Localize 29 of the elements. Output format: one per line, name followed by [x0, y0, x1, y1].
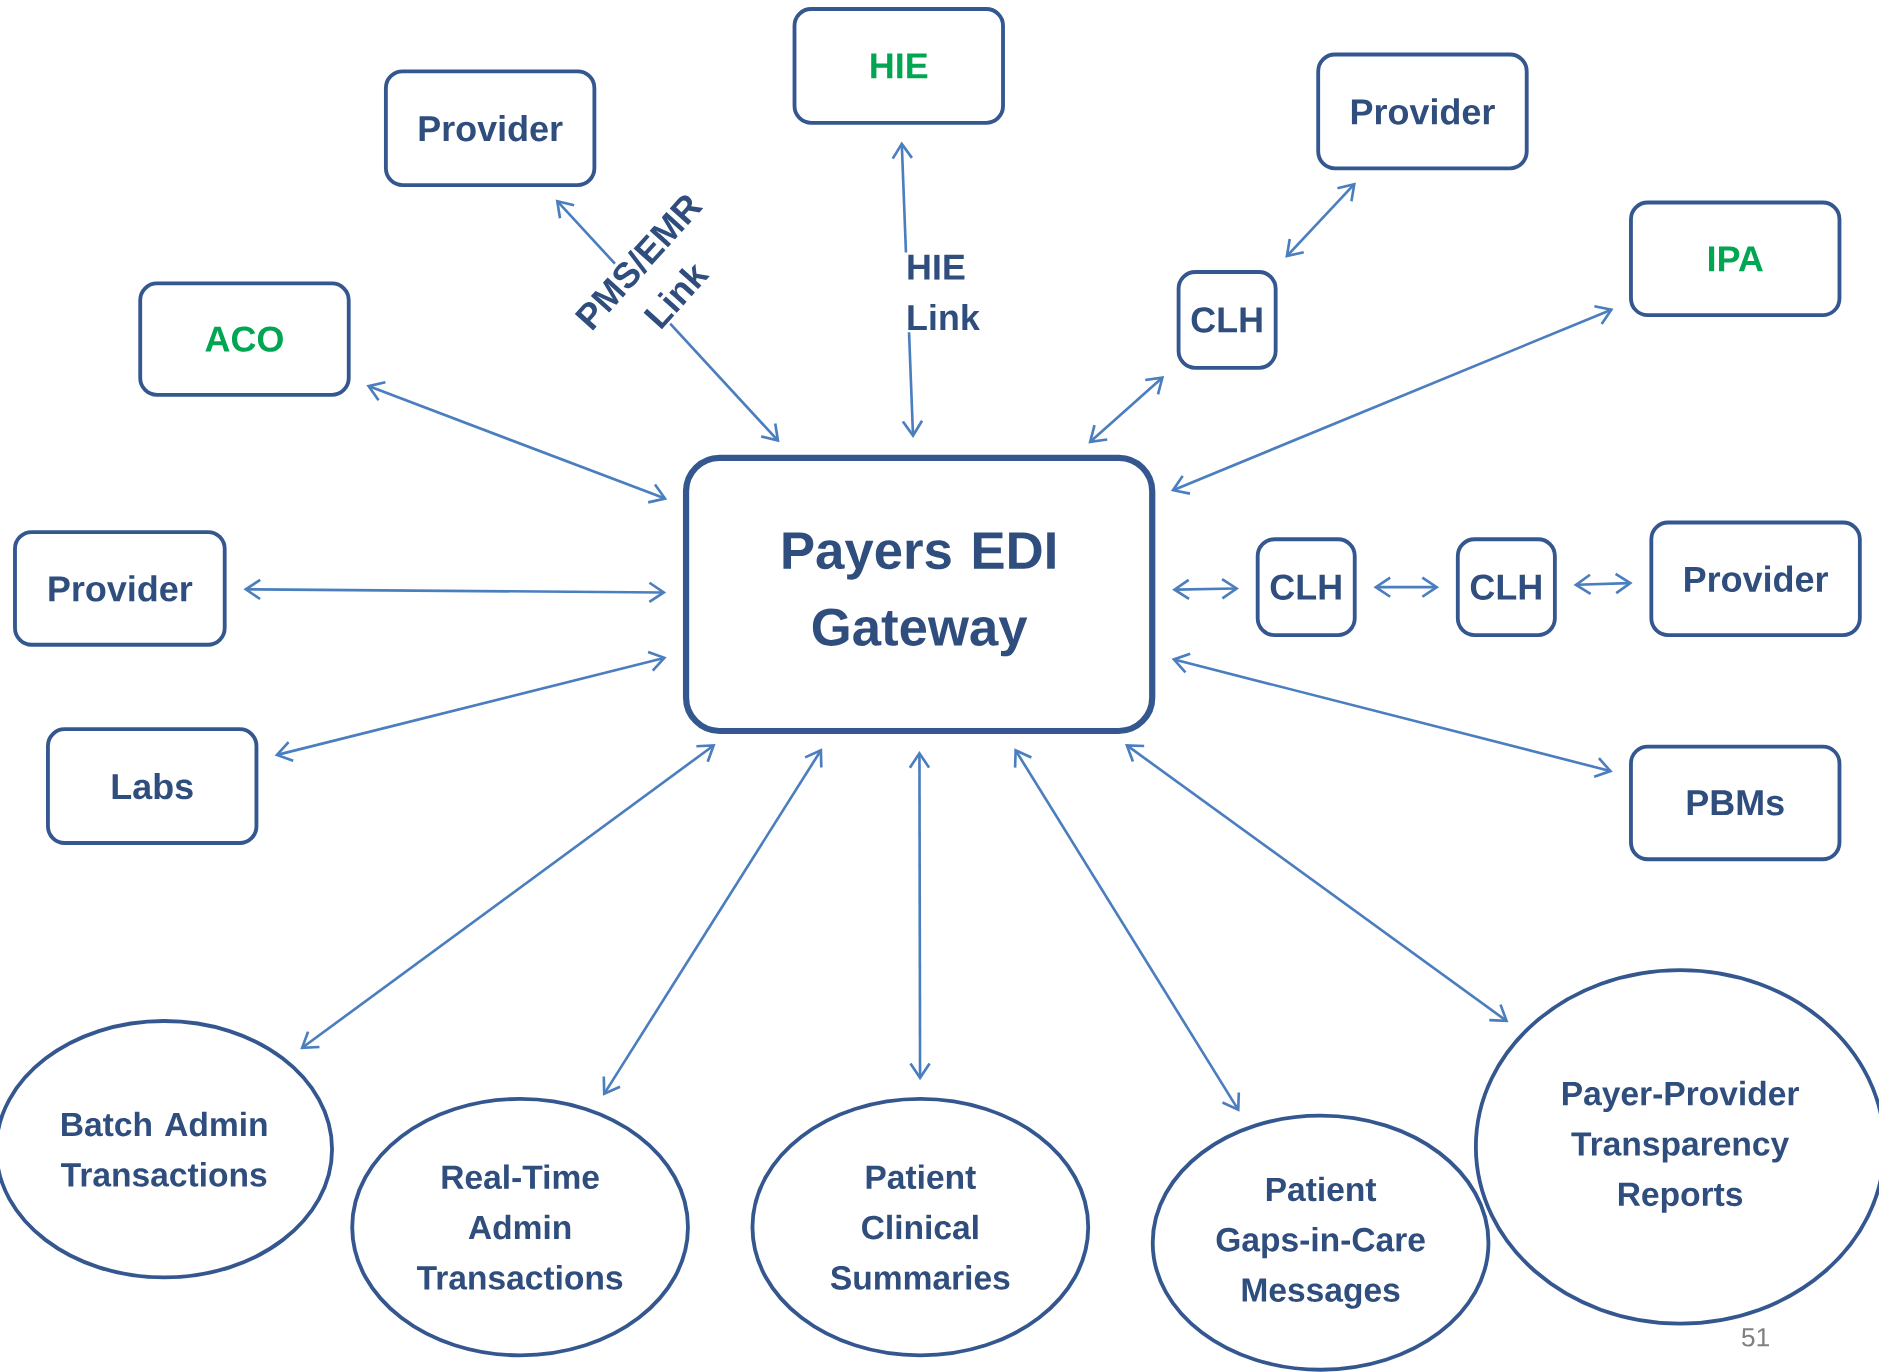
process-box: CLH	[1176, 270, 1278, 370]
double-arrow	[1013, 748, 1241, 1112]
gateway-box: Payers EDI Gateway	[682, 454, 1156, 735]
double-arrow	[300, 744, 716, 1050]
process-box: IPA	[1629, 200, 1842, 318]
process-box: Provider	[1316, 52, 1529, 171]
process-box: HIE	[792, 7, 1005, 125]
double-arrow	[1573, 572, 1633, 596]
double-arrow	[1124, 743, 1509, 1023]
edge-label: HIE Link	[903, 252, 990, 333]
double-arrow	[602, 748, 823, 1096]
process-box: CLH	[1255, 537, 1357, 637]
double-arrow	[1373, 576, 1440, 598]
double-arrow	[908, 750, 931, 1081]
process-box: Labs	[46, 727, 259, 845]
process-box: Provider	[13, 530, 227, 647]
double-arrow	[1088, 375, 1165, 444]
process-box: ACO	[138, 281, 351, 397]
double-arrow	[1171, 652, 1613, 778]
double-arrow	[1170, 304, 1614, 495]
double-arrow	[366, 380, 668, 504]
double-arrow	[243, 578, 667, 603]
double-arrow	[1172, 578, 1239, 601]
double-arrow	[274, 650, 667, 762]
double-arrow	[1285, 182, 1356, 258]
process-box: PBMs	[1629, 744, 1842, 862]
process-box: Provider	[383, 69, 597, 187]
process-box: CLH	[1455, 537, 1557, 637]
process-box: Provider	[1649, 520, 1862, 637]
